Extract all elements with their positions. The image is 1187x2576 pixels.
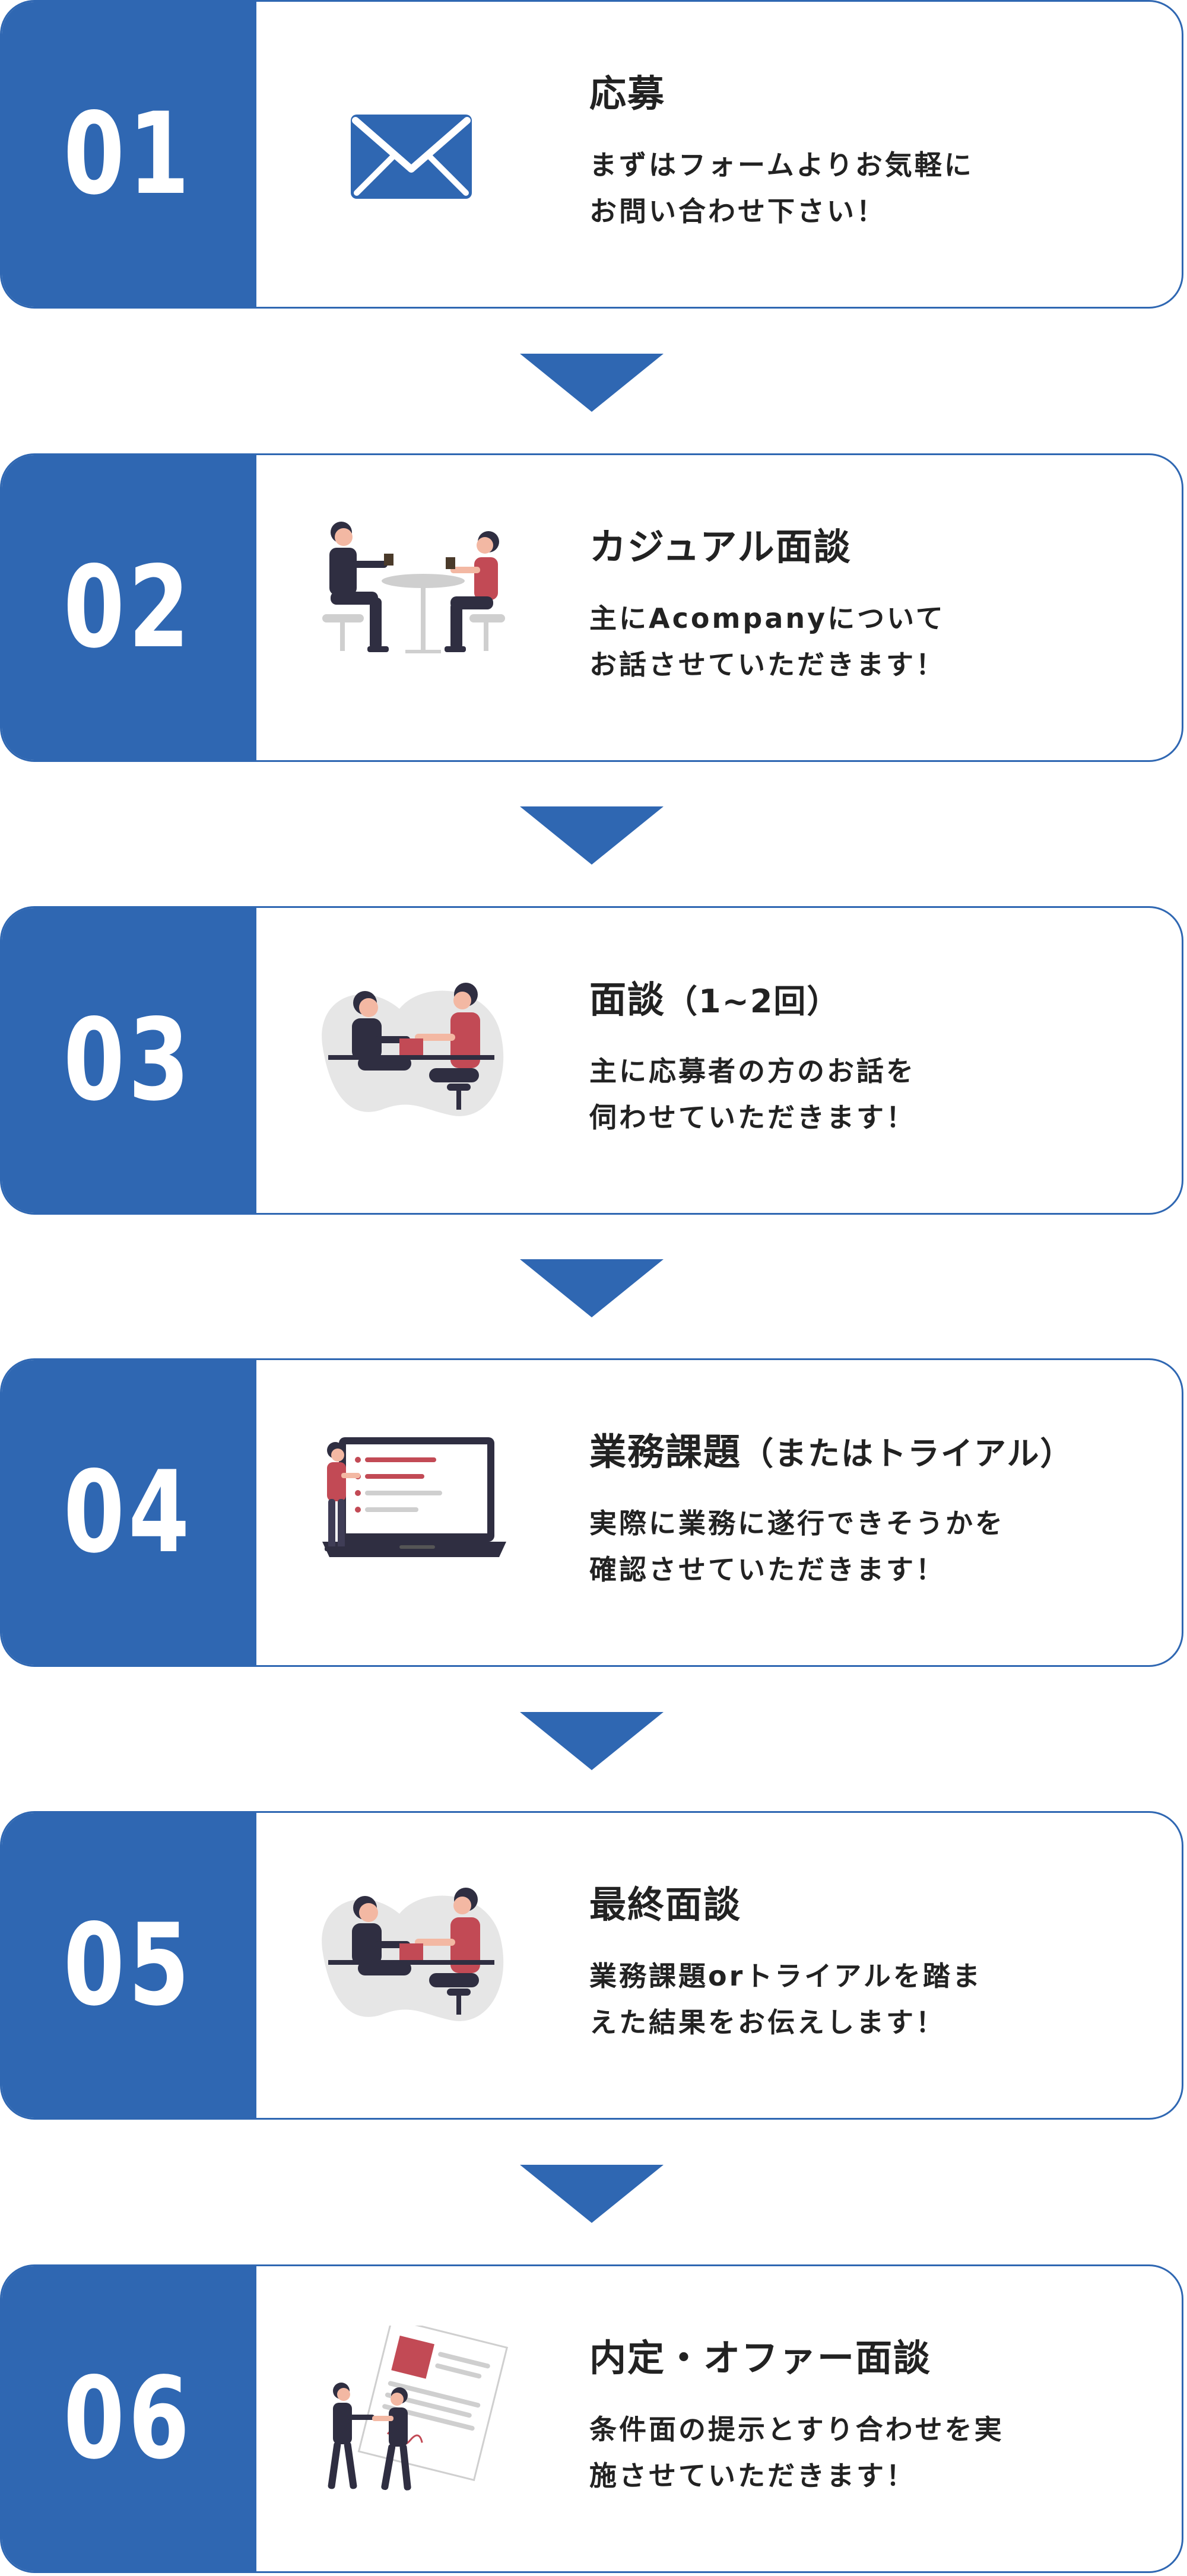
step-title-sub: （1~2回） — [665, 983, 840, 1020]
step-title-main: 業務課題 — [589, 1430, 742, 1473]
step-card-2: 02 — [0, 453, 1183, 762]
step-description-line: 実際に業務に遂行できそうかを — [589, 1507, 1005, 1540]
chevron-down-icon — [520, 354, 664, 412]
step-title: 業務課題（またはトライアル） — [589, 1430, 1153, 1474]
step-title: 面談（1~2回） — [589, 978, 1153, 1022]
step-title-main: 内定・オファー面談 — [589, 2336, 932, 2380]
step-description-line: 確認させていただきます！ — [589, 1554, 945, 1586]
step-description: 主にAcompanyについて お話させていただきます！ — [589, 595, 1153, 688]
step-description: まずはフォームよりお気軽に お問い合わせ下さい！ — [589, 142, 1153, 234]
step-description: 条件面の提示とすり合わせを実 施させていただきます！ — [589, 2406, 1153, 2499]
step-number-block: 06 — [2, 2266, 256, 2571]
step-title-main: 面談 — [589, 978, 666, 1021]
step-description-line: まずはフォームよりお気軽に — [589, 149, 974, 182]
step-text: 面談（1~2回） 主に応募者の方のお話を 伺わせていただきます！ — [589, 978, 1153, 1141]
step-card-1: 01 応募 まずはフォームよりお気軽に お問い合わせ下さい！ — [0, 0, 1183, 309]
chevron-down-icon — [520, 1712, 664, 1770]
step-number-block: 04 — [2, 1360, 256, 1665]
step-title: 応募 — [589, 72, 1153, 116]
step-text: 業務課題（またはトライアル） 実際に業務に遂行できそうかを 確認させていただきま… — [589, 1430, 1153, 1593]
offer-contract-illustration — [310, 2326, 512, 2515]
step-number: 06 — [63, 2353, 193, 2484]
chevron-down-icon — [520, 806, 664, 865]
step-title-sub: （またはトライアル） — [741, 1435, 1074, 1472]
step-description: 業務課題orトライアルを踏ま えた結果をお伝えします！ — [589, 1953, 1153, 2045]
step-card-5: 05 最終面談 — [0, 1811, 1183, 2120]
laptop-task-illustration — [310, 1419, 512, 1609]
step-number: 02 — [63, 542, 193, 673]
step-number: 01 — [63, 88, 193, 220]
step-card-3: 03 — [0, 906, 1183, 1215]
interview-illustration — [310, 967, 512, 1157]
step-number-block: 01 — [2, 2, 256, 307]
step-description-line: えた結果をお伝えします！ — [589, 2006, 945, 2039]
step-number: 03 — [63, 995, 193, 1126]
casual-meeting-illustration — [310, 514, 512, 704]
step-description-line: 業務課題orトライアルを踏ま — [589, 1960, 982, 1993]
step-description-line: 施させていただきます！ — [589, 2460, 916, 2492]
step-text: 最終面談 業務課題orトライアルを踏ま えた結果をお伝えします！ — [589, 1883, 1153, 2045]
step-text: 応募 まずはフォームよりお気軽に お問い合わせ下さい！ — [589, 72, 1153, 234]
step-description-line: 主にAcompanyについて — [589, 602, 945, 635]
step-text: 内定・オファー面談 条件面の提示とすり合わせを実 施させていただきます！ — [589, 2336, 1153, 2499]
step-title: カジュアル面談 — [589, 525, 1153, 569]
step-description-line: 主に応募者の方のお話を — [589, 1055, 916, 1088]
step-description-line: お話させていただきます！ — [589, 649, 945, 681]
step-title-main: カジュアル面談 — [589, 525, 852, 568]
step-description-line: 条件面の提示とすり合わせを実 — [589, 2413, 1004, 2446]
step-description: 実際に業務に遂行できそうかを 確認させていただきます！ — [589, 1500, 1153, 1593]
chevron-down-icon — [520, 2165, 664, 2223]
step-title: 最終面談 — [589, 1883, 1153, 1927]
step-number-block: 02 — [2, 455, 256, 760]
step-description-line: お問い合わせ下さい！ — [589, 195, 886, 228]
step-card-6: 06 — [0, 2264, 1183, 2573]
step-title-main: 応募 — [589, 72, 666, 115]
final-interview-illustration — [310, 1872, 512, 2062]
step-number: 04 — [63, 1447, 193, 1578]
chevron-down-icon — [520, 1259, 664, 1317]
step-description-line: 伺わせていただきます！ — [589, 1101, 916, 1134]
step-text: カジュアル面談 主にAcompanyについて お話させていただきます！ — [589, 525, 1153, 688]
envelope-icon — [310, 61, 512, 251]
step-number-block: 05 — [2, 1813, 256, 2118]
step-number: 05 — [63, 1900, 193, 2031]
step-card-4: 04 — [0, 1358, 1183, 1667]
step-title-main: 最終面談 — [589, 1883, 742, 1926]
step-title: 内定・オファー面談 — [589, 2336, 1153, 2380]
step-number-block: 03 — [2, 908, 256, 1213]
step-description: 主に応募者の方のお話を 伺わせていただきます！ — [589, 1048, 1153, 1141]
